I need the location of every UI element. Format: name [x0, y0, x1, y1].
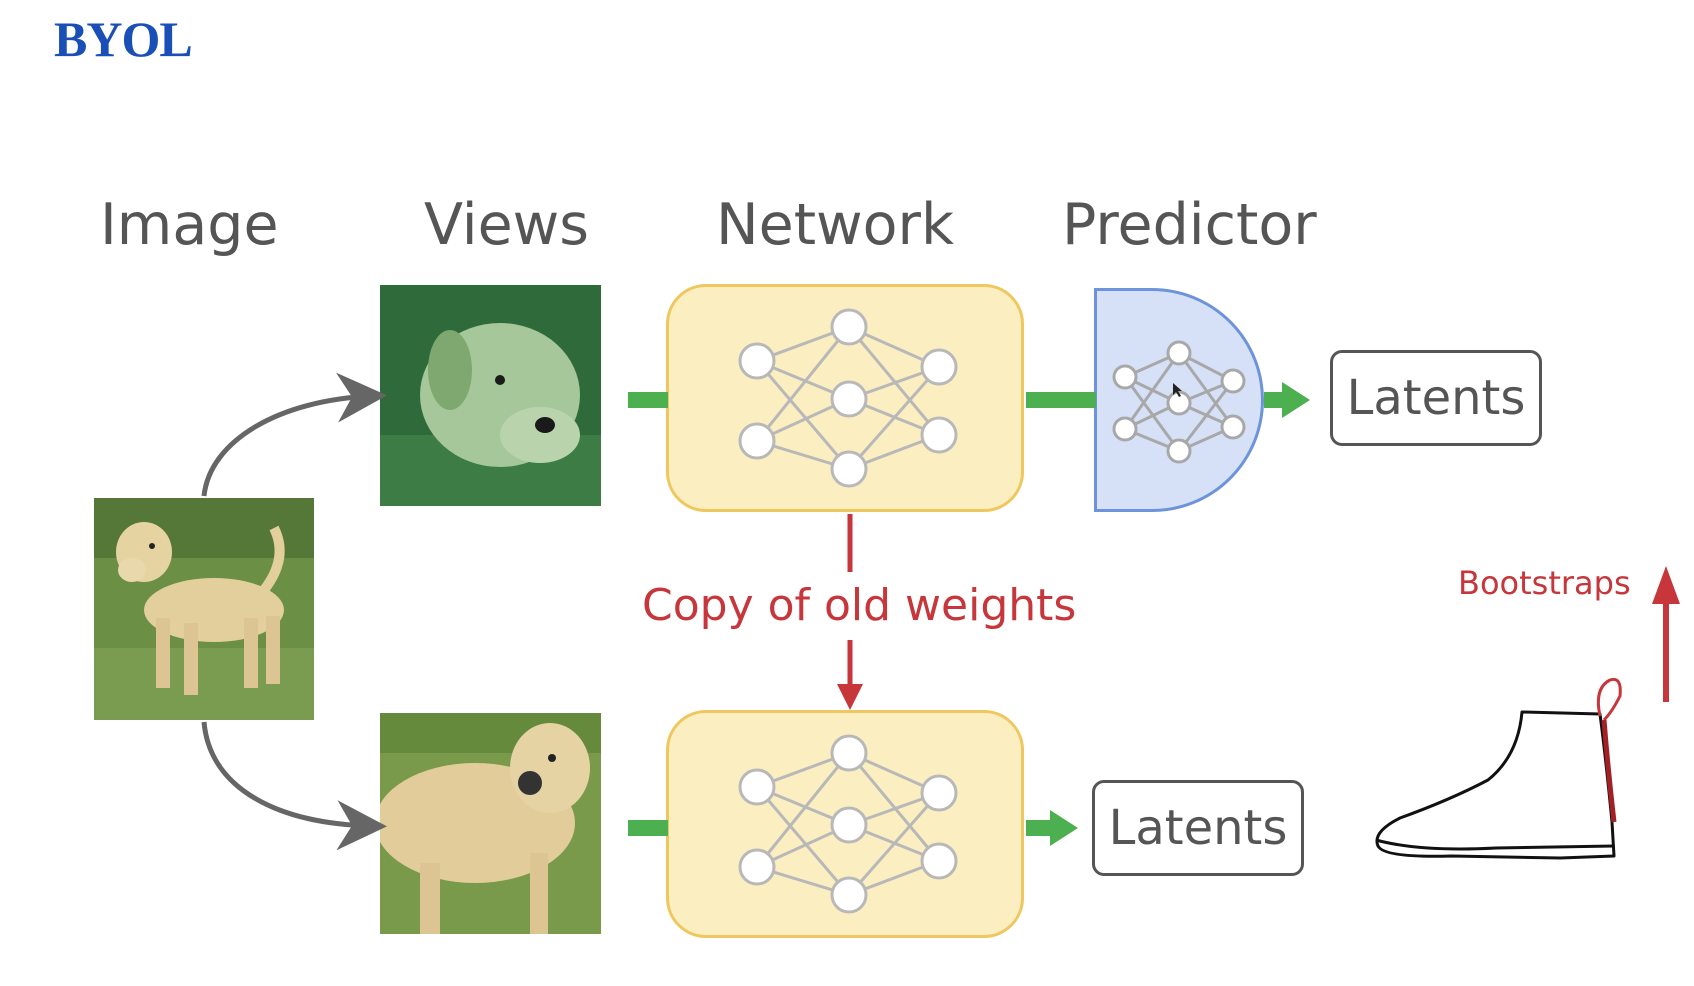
copy-weights-arrowhead [837, 684, 863, 710]
column-heading-predictor: Predictor [1062, 192, 1317, 258]
latents-top-box: Latents [1330, 350, 1542, 446]
slide-title: BYOL [54, 11, 193, 67]
view2-to-network-connector [628, 820, 668, 836]
latents-bottom-box: Latents [1092, 780, 1304, 876]
image-to-view1-arrow [201, 372, 387, 497]
network-to-predictor-connector [1026, 392, 1096, 408]
predictor-to-latents-arrowhead [1282, 382, 1310, 418]
predictor-box [1094, 288, 1264, 512]
copy-of-old-weights-label: Copy of old weights [642, 580, 1077, 631]
neural-network-icon [738, 734, 958, 914]
neural-network-icon [738, 308, 958, 488]
target-network-box [666, 710, 1024, 938]
source-dog-photo [94, 498, 314, 720]
column-heading-image: Image [100, 192, 279, 258]
cursor-icon [1173, 383, 1182, 397]
column-heading-network: Network [716, 192, 954, 258]
online-network-box [666, 284, 1024, 512]
image-to-view2-arrow [201, 721, 387, 851]
neural-network-icon [1112, 340, 1246, 464]
view-1-dog-photo [380, 285, 601, 506]
boot-icon [1375, 677, 1622, 860]
view1-to-network-connector [628, 392, 668, 408]
column-heading-views: Views [424, 192, 589, 258]
bootstraps-arrowhead [1652, 566, 1680, 604]
bootstraps-label: Bootstraps [1458, 564, 1631, 602]
view-2-dog-photo [380, 713, 601, 934]
network-to-latents-arrowhead [1050, 810, 1078, 846]
